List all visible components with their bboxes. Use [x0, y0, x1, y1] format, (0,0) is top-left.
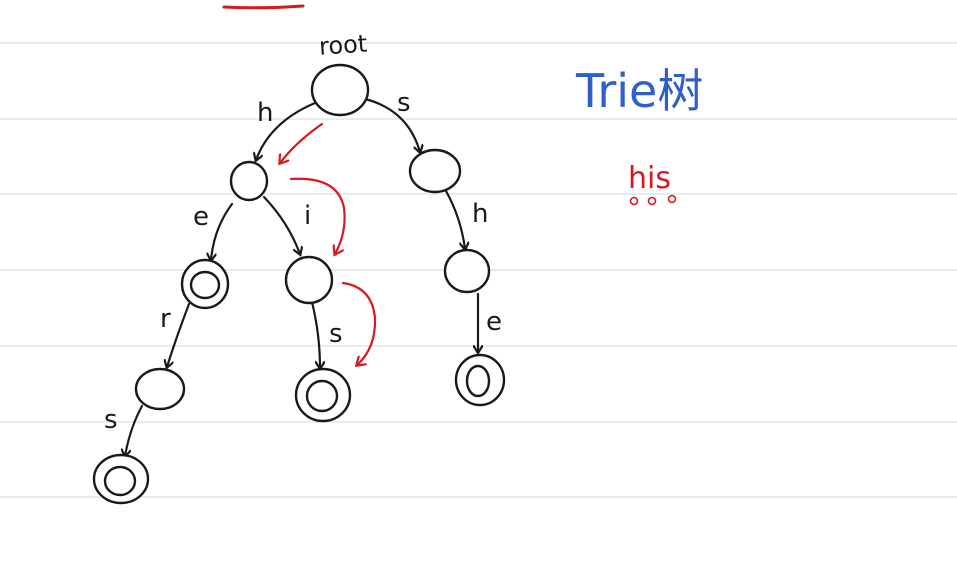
node-hers-end-inner — [103, 465, 137, 497]
root-label: root — [318, 29, 368, 60]
edge-label-root-h: h — [257, 98, 273, 128]
trie-nodes — [92, 63, 506, 505]
edge-label-root-s: s — [397, 88, 411, 118]
edge-label-r-s: s — [104, 405, 118, 435]
node-s — [408, 148, 462, 194]
marker-i — [647, 196, 657, 206]
edge-label-h-i: i — [304, 201, 311, 231]
edge-h-i — [262, 195, 300, 254]
edge-e-r — [167, 302, 191, 367]
page-title: Trie树 — [575, 64, 703, 118]
edge-label-s-h: h — [472, 199, 488, 229]
edge-r-s — [125, 404, 144, 456]
edge-i-s — [310, 300, 320, 368]
node-he-end-inner — [189, 270, 221, 300]
marker-h — [629, 196, 639, 206]
edge-root-h — [256, 101, 317, 160]
node-sh — [443, 248, 491, 294]
edge-root-s — [363, 97, 420, 152]
example-word: his — [628, 161, 671, 196]
edge-label-h-e: e — [193, 202, 209, 232]
search-path-his — [280, 122, 377, 365]
node-h — [229, 160, 269, 202]
top-red-stroke — [222, 4, 305, 10]
marker-s — [667, 194, 677, 204]
edge-label-sh-e: e — [486, 307, 502, 337]
red-arrow-h-to-i — [289, 177, 346, 254]
edge-label-e-r: r — [160, 304, 171, 334]
node-his-end-inner — [305, 379, 339, 413]
edge-s-h — [444, 189, 465, 249]
node-she-end-inner — [465, 364, 491, 398]
trie-edges — [125, 97, 478, 456]
edge-h-e — [211, 202, 234, 260]
node-her — [134, 367, 186, 411]
red-arrow-root-to-h — [280, 122, 324, 163]
node-hi — [284, 255, 334, 305]
letter-markers — [629, 194, 677, 206]
node-root — [310, 63, 370, 117]
red-arrow-i-to-s — [341, 281, 377, 365]
edge-label-i-s: s — [329, 319, 343, 349]
